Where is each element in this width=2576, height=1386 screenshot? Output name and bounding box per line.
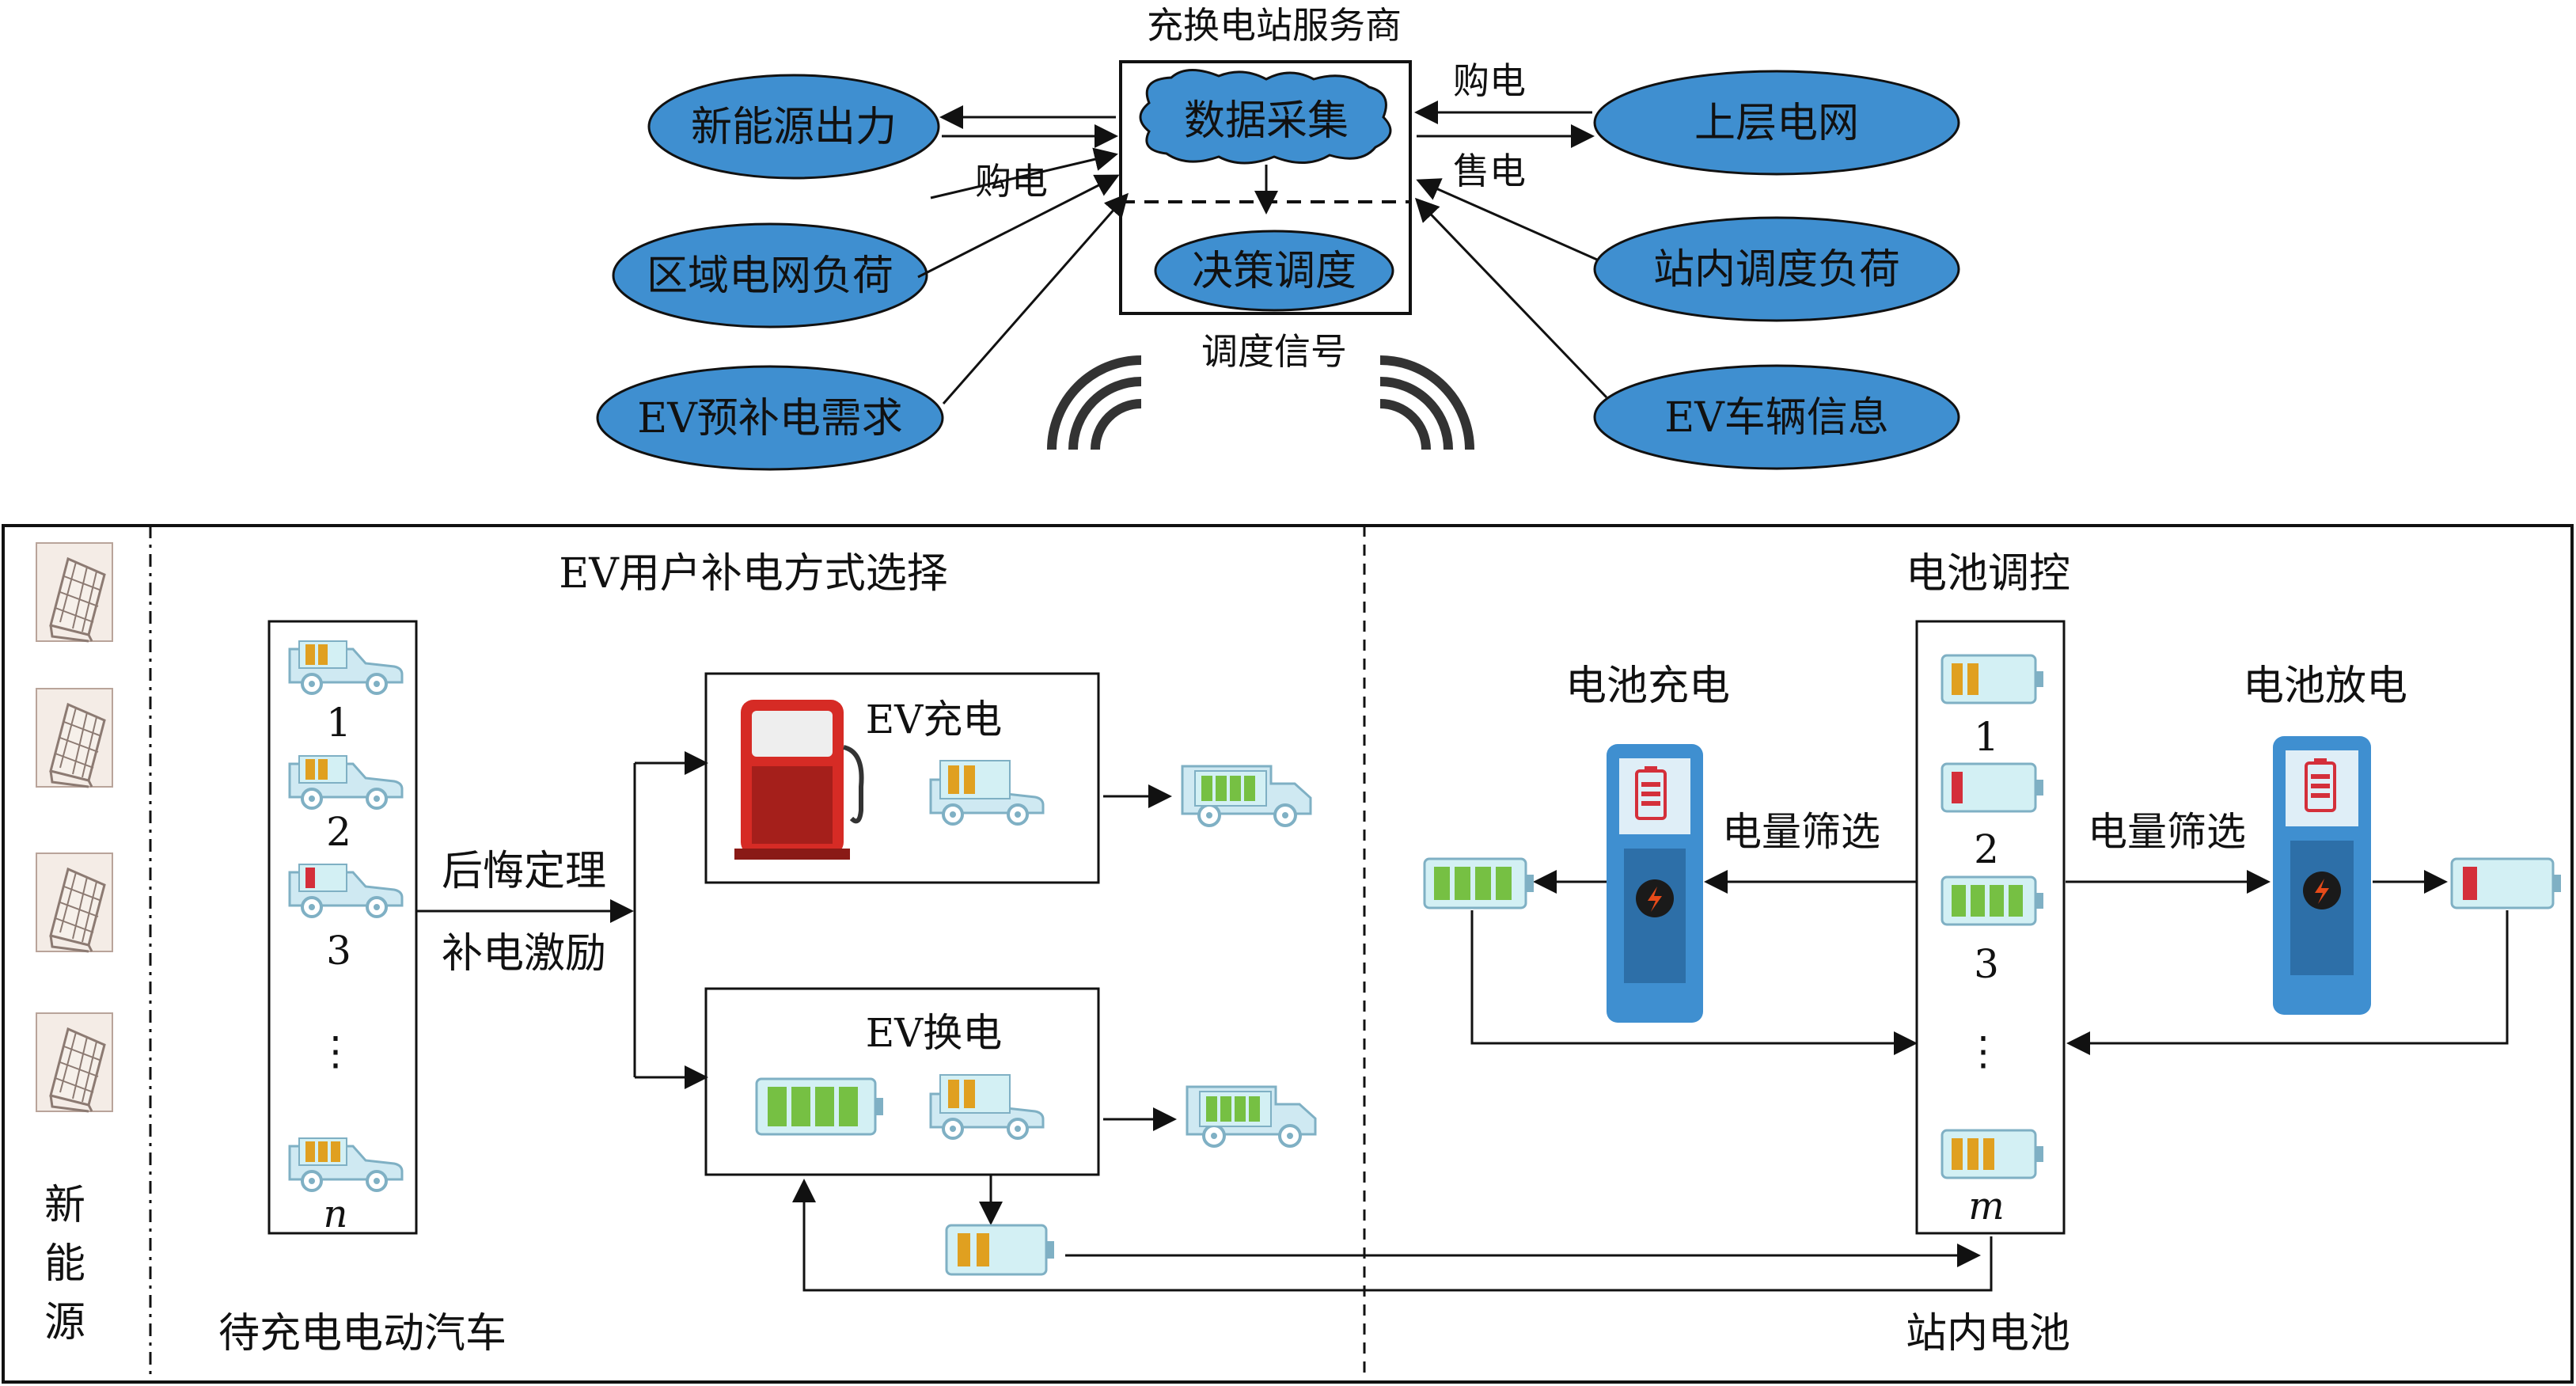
discharged-battery-icon <box>2450 857 2561 909</box>
discharging-station-icon <box>2273 736 2371 1015</box>
battery-charge-title: 电池充电 <box>1565 663 1730 710</box>
signal-wave-right-icon <box>1379 355 1474 450</box>
station-battery-3 <box>1941 875 2043 926</box>
station-battery-2 <box>1941 762 2043 813</box>
right-node-station-load-label: 站内调度负荷 <box>1653 246 1900 294</box>
removed-battery-icon <box>945 1224 1054 1276</box>
incentive-line-1: 后悔定理 <box>442 848 606 895</box>
battery-discharge-title: 电池放电 <box>2243 663 2407 710</box>
dispatch-signal-label: 调度信号 <box>1201 330 1347 373</box>
service-provider-title: 充换电站服务商 <box>1147 4 1402 47</box>
service-provider-box <box>1119 60 1412 315</box>
buy-label-left: 购电 <box>975 160 1048 203</box>
solar-panel-icon-3 <box>35 852 114 953</box>
signal-wave-left-icon <box>1047 355 1142 450</box>
station-label-m: m <box>1968 1184 2005 1228</box>
left-section-title: EV用户补电方式选择 <box>559 550 948 598</box>
ev-car-n <box>288 1137 404 1192</box>
ev-car-3 <box>288 864 404 918</box>
left-node-grid-load <box>612 222 928 328</box>
solar-panel-icon-1 <box>35 541 114 643</box>
ev-charge-label: EV充电 <box>866 697 1003 742</box>
ev-car-1 <box>288 640 404 695</box>
filter-label-left: 电量筛选 <box>1722 809 1880 855</box>
right-node-upper-grid-label: 上层电网 <box>1694 100 1859 147</box>
station-label-1: 1 <box>1974 714 1999 760</box>
right-node-upper-grid <box>1593 70 1960 176</box>
ev-swap-label: EV换电 <box>866 1010 1003 1056</box>
right-footer: 站内电池 <box>1906 1310 2070 1358</box>
ev-charge-box <box>704 672 1100 884</box>
left-node-renewable <box>647 74 940 180</box>
ev-label-3: 3 <box>326 928 351 974</box>
solar-panel-icon-4 <box>35 1012 114 1113</box>
left-footer: 待充电电动汽车 <box>218 1310 506 1358</box>
ev-charged-car <box>1181 765 1312 827</box>
ev-charge-car <box>929 760 1045 826</box>
new-energy-char-1: 新 <box>44 1182 85 1229</box>
ev-car-2 <box>288 755 404 810</box>
filter-label-right: 电量筛选 <box>2088 809 2246 855</box>
fuel-pump-icon <box>734 700 864 860</box>
right-node-ev-info <box>1593 364 1960 470</box>
ev-label-n: n <box>324 1192 348 1236</box>
left-node-ev-demand-label: EV预补电需求 <box>637 395 903 442</box>
swap-full-battery-icon <box>755 1077 883 1136</box>
ev-swapped-car <box>1186 1085 1317 1148</box>
right-node-station-load <box>1593 216 1960 322</box>
data-collection-cloud <box>1139 68 1392 165</box>
station-battery-m <box>1941 1129 2043 1179</box>
station-label-3: 3 <box>1974 941 1999 987</box>
charging-station-icon <box>1607 744 1703 1023</box>
left-node-renewable-label: 新能源出力 <box>691 104 897 151</box>
ev-label-2: 2 <box>326 809 351 855</box>
right-node-ev-info-label: EV车辆信息 <box>1664 394 1889 442</box>
bottom-frame <box>2 524 2574 1384</box>
station-battery-box <box>1915 620 2066 1235</box>
ev-list-box <box>267 620 418 1235</box>
ev-label-ellipsis: ⋮ <box>316 1028 355 1074</box>
new-energy-char-3: 源 <box>44 1299 85 1346</box>
solar-panel-icon-2 <box>35 687 114 788</box>
left-node-grid-load-label: 区域电网负荷 <box>647 253 893 300</box>
buy-label-right: 购电 <box>1453 59 1526 102</box>
sell-label-right: 售电 <box>1453 150 1526 192</box>
station-battery-1 <box>1941 654 2043 704</box>
station-label-ellipsis: ⋮ <box>1963 1028 2003 1074</box>
ev-label-1: 1 <box>326 700 351 746</box>
data-collection-label: 数据采集 <box>1184 97 1349 145</box>
new-energy-char-2: 能 <box>44 1240 85 1288</box>
left-node-ev-demand <box>596 365 944 471</box>
right-section-title: 电池调控 <box>1906 550 2070 598</box>
ev-swap-car <box>929 1074 1045 1140</box>
decision-dispatch-label: 决策调度 <box>1192 248 1356 295</box>
decision-dispatch-node <box>1154 230 1394 312</box>
charged-battery-icon <box>1423 857 1534 909</box>
incentive-line-2: 补电激励 <box>442 930 606 978</box>
station-label-2: 2 <box>1974 826 1999 872</box>
ev-swap-box <box>704 987 1100 1176</box>
